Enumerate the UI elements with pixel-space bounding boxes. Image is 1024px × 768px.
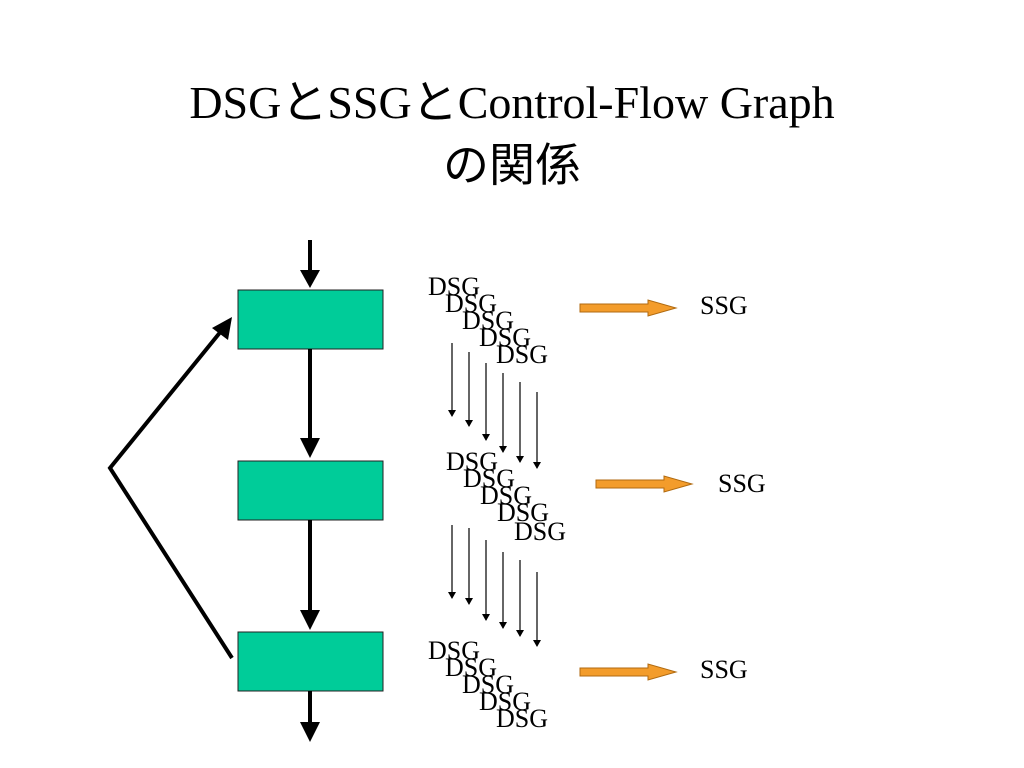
dsg-label: DSG [445, 289, 497, 318]
dsg-label: DSG [446, 447, 498, 476]
ssg-label-1: SSG [700, 291, 748, 320]
dsg-to-ssg-arrow-3 [579, 663, 678, 681]
dsg-label: DSG [428, 272, 480, 301]
dsg-label: DSG [463, 464, 515, 493]
dsg-label: DSG [462, 670, 514, 699]
cfg-block-1 [237, 289, 384, 350]
dsg-label: DSG [479, 687, 531, 716]
slide-title-line-1: DSGとSSGとControl-Flow Graph [189, 77, 835, 128]
dsg-label: DSG [479, 323, 531, 352]
cfg-block-3 [237, 631, 384, 692]
dsg-label: DSG [428, 636, 480, 665]
slide-title-line-2: の関係 [443, 140, 581, 191]
ssg-label-3: SSG [700, 655, 748, 684]
dsg-label: DSG [514, 517, 566, 546]
dsg-label: DSG [497, 498, 549, 527]
dsg-to-ssg-arrow-1 [579, 299, 678, 317]
dsg-label: DSG [462, 306, 514, 335]
ssg-label-2: SSG [718, 469, 766, 498]
dsg-stack-1: DSG DSG DSG DSG DSG [428, 272, 548, 369]
dsg-label: DSG [480, 481, 532, 510]
cfg-loop-back-edge [107, 328, 234, 660]
dsg-stack-2: DSG DSG DSG DSG DSG [446, 447, 566, 546]
dsg-label: DSG [496, 340, 548, 369]
dsg-label: DSG [496, 704, 548, 733]
dsg-to-ssg-arrow-2 [595, 475, 694, 493]
cfg-block-2 [237, 460, 384, 521]
dsg-label: DSG [445, 653, 497, 682]
dsg-stack-3: DSG DSG DSG DSG DSG [428, 636, 548, 733]
